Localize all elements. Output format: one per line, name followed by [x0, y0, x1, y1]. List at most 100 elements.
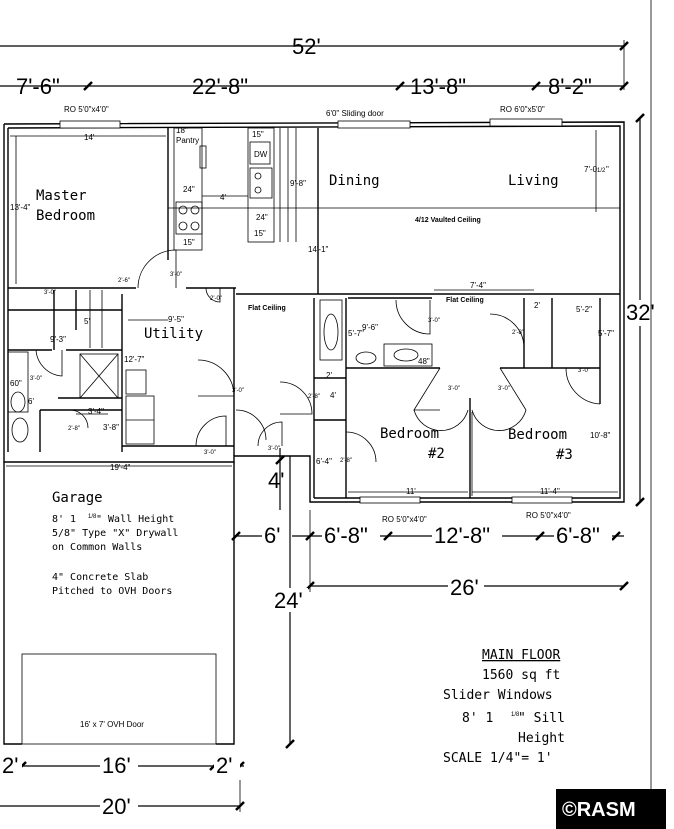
dim-label: 12'-8"	[434, 523, 490, 548]
dim-label: 11'	[406, 487, 416, 496]
dim-label: 3'-4"	[88, 407, 104, 416]
dim-label: 7'-0	[584, 165, 598, 174]
garage-door-label: 16' x 7' OVH Door	[80, 720, 144, 729]
hall-tub	[319, 299, 343, 361]
dim-label: 6'-4"	[316, 457, 332, 466]
dim-label: 16'	[102, 753, 131, 778]
door-label: 3'-0"	[30, 376, 42, 382]
garage-note-fraction: 1/8	[88, 514, 97, 520]
dim-label: 6'-8"	[324, 523, 368, 548]
legend-windows: Slider Windows	[443, 688, 553, 703]
room-label-pantry: Pantry	[176, 136, 199, 145]
garage: 19'-4" 16' x 7' OVH Door Garage 8' 1 1/8…	[3, 462, 235, 745]
dim-label: 12'-7"	[124, 355, 145, 364]
segment-label: 8'-2"	[548, 74, 592, 99]
lower-dimensions: 4' 6' 6'-8" 12'-8" 6'-8" RO 5'0"x4'0" RO…	[0, 448, 629, 819]
range	[175, 201, 203, 235]
garage-note: 8' 1	[52, 514, 76, 525]
dim-label: 2'	[326, 371, 332, 380]
room-label-master: Master	[36, 188, 87, 204]
dishwasher	[249, 141, 271, 165]
room-label-dining: Dining	[329, 173, 380, 189]
bedroom2-window	[359, 496, 421, 504]
door-label: 2'-0"	[210, 296, 222, 302]
door-label: 3'-0"	[268, 446, 280, 452]
top-segment-dimension: 7'-6" 22'-8" 13'-8" 8'-2"	[0, 74, 629, 99]
dim-label: 5'-7"	[348, 329, 364, 338]
dim-label: 60"	[10, 379, 22, 388]
door-label: 3'-0"	[498, 386, 510, 392]
dim-label: 9'-6"	[362, 323, 378, 332]
toilet-icon	[355, 351, 377, 365]
dim-label: 24'	[274, 588, 303, 613]
sink-icon	[249, 167, 273, 199]
kitchen: 18" Pantry 24" 15" 4' 15" DW 24" 15" 9'-…	[173, 126, 329, 254]
dim-label: 15"	[254, 229, 266, 238]
door-label: 3'-0"	[44, 290, 56, 296]
dim-label: 5'-2"	[576, 305, 592, 314]
legend-title: MAIN FLOOR	[482, 648, 560, 663]
legend-sill-fraction: 1/8	[511, 712, 520, 718]
dim-label: 4'	[330, 391, 336, 400]
legend-sill: " Sill	[518, 711, 565, 726]
legend-scale: SCALE 1/4"= 1'	[443, 751, 553, 766]
dim-label: 11'-4"	[540, 487, 560, 496]
logo-text: ©RASM	[562, 799, 636, 821]
window-label-bedroom3: RO 5'0"x4'0"	[526, 511, 571, 520]
toilet-icon	[11, 417, 29, 443]
dim-fraction: 1/2	[597, 168, 606, 174]
dim-label: "	[606, 165, 609, 174]
room-label-utility: Utility	[144, 326, 203, 342]
overall-depth-dimension: 32'	[626, 113, 656, 507]
room-label-bedroom2: Bedroom	[380, 426, 439, 442]
dim-label: 9'-5"	[168, 315, 184, 324]
door-label: 3'-0"	[578, 368, 590, 374]
dim-label: 2'-6"	[118, 278, 130, 284]
dim-label: 15"	[252, 130, 264, 139]
dim-label: 9'-3"	[50, 335, 66, 344]
living-window	[489, 118, 563, 127]
dim-label: 26'	[450, 575, 479, 600]
garage-note: on Common Walls	[52, 542, 142, 553]
door-label: 2'-8"	[308, 394, 320, 400]
dim-label: 24"	[183, 185, 195, 194]
door-label: 2'-8"	[512, 330, 524, 336]
vanity	[383, 343, 433, 367]
room-label-garage: Garage	[52, 490, 103, 506]
dim-label: 48"	[418, 357, 430, 366]
dim-label: 4'	[268, 468, 284, 493]
door-label: 3'-0"	[448, 386, 460, 392]
dim-label: 10'-8"	[590, 431, 611, 440]
garage-note: 4" Concrete Slab	[52, 572, 148, 583]
segment-label: 7'-6"	[16, 74, 60, 99]
room-label-master: Bedroom	[36, 208, 95, 224]
dim-label: 24"	[256, 213, 268, 222]
ceiling-label: 4/12 Vaulted Ceiling	[415, 217, 481, 224]
legend-area: 1560 sq ft	[482, 668, 560, 683]
room-label-bedroom3: Bedroom	[508, 427, 567, 443]
dim-label: 6'	[264, 523, 280, 548]
door-label: 3'-0"	[428, 318, 440, 324]
garage-note: Pitched to OVH Doors	[52, 586, 172, 597]
dim-label: 18"	[176, 126, 188, 135]
dim-label: 15"	[183, 238, 195, 247]
dim-label: 5'-7"	[598, 329, 614, 338]
room-label-bedroom2: #2	[428, 446, 445, 462]
sliding-door-label: 6'0" Sliding door	[326, 109, 384, 118]
segment-label: 13'-8"	[410, 74, 466, 99]
garage-note: " Wall Height	[96, 514, 174, 525]
dim-label: 13'-4"	[10, 203, 31, 212]
garage-note: 5/8" Type "X" Drywall	[52, 528, 178, 539]
dim-label: 2'	[2, 753, 18, 778]
window-label-master: RO 5'0"x4'0"	[64, 105, 109, 114]
plan-legend: MAIN FLOOR 1560 sq ft Slider Windows 8' …	[443, 648, 565, 766]
master-bedroom: Master Bedroom 14' 13'-4" 2'-6" 3'-0"	[8, 128, 236, 289]
legend-sill: 8' 1	[462, 711, 493, 726]
dim-label: 2'	[216, 753, 232, 778]
kitchen-island	[247, 127, 275, 243]
dim-label: 9'-8"	[290, 179, 306, 188]
dim-label: 6'-8"	[556, 523, 600, 548]
window-label-bedroom2: RO 5'0"x4'0"	[382, 515, 427, 524]
segment-label: 22'-8"	[192, 74, 248, 99]
